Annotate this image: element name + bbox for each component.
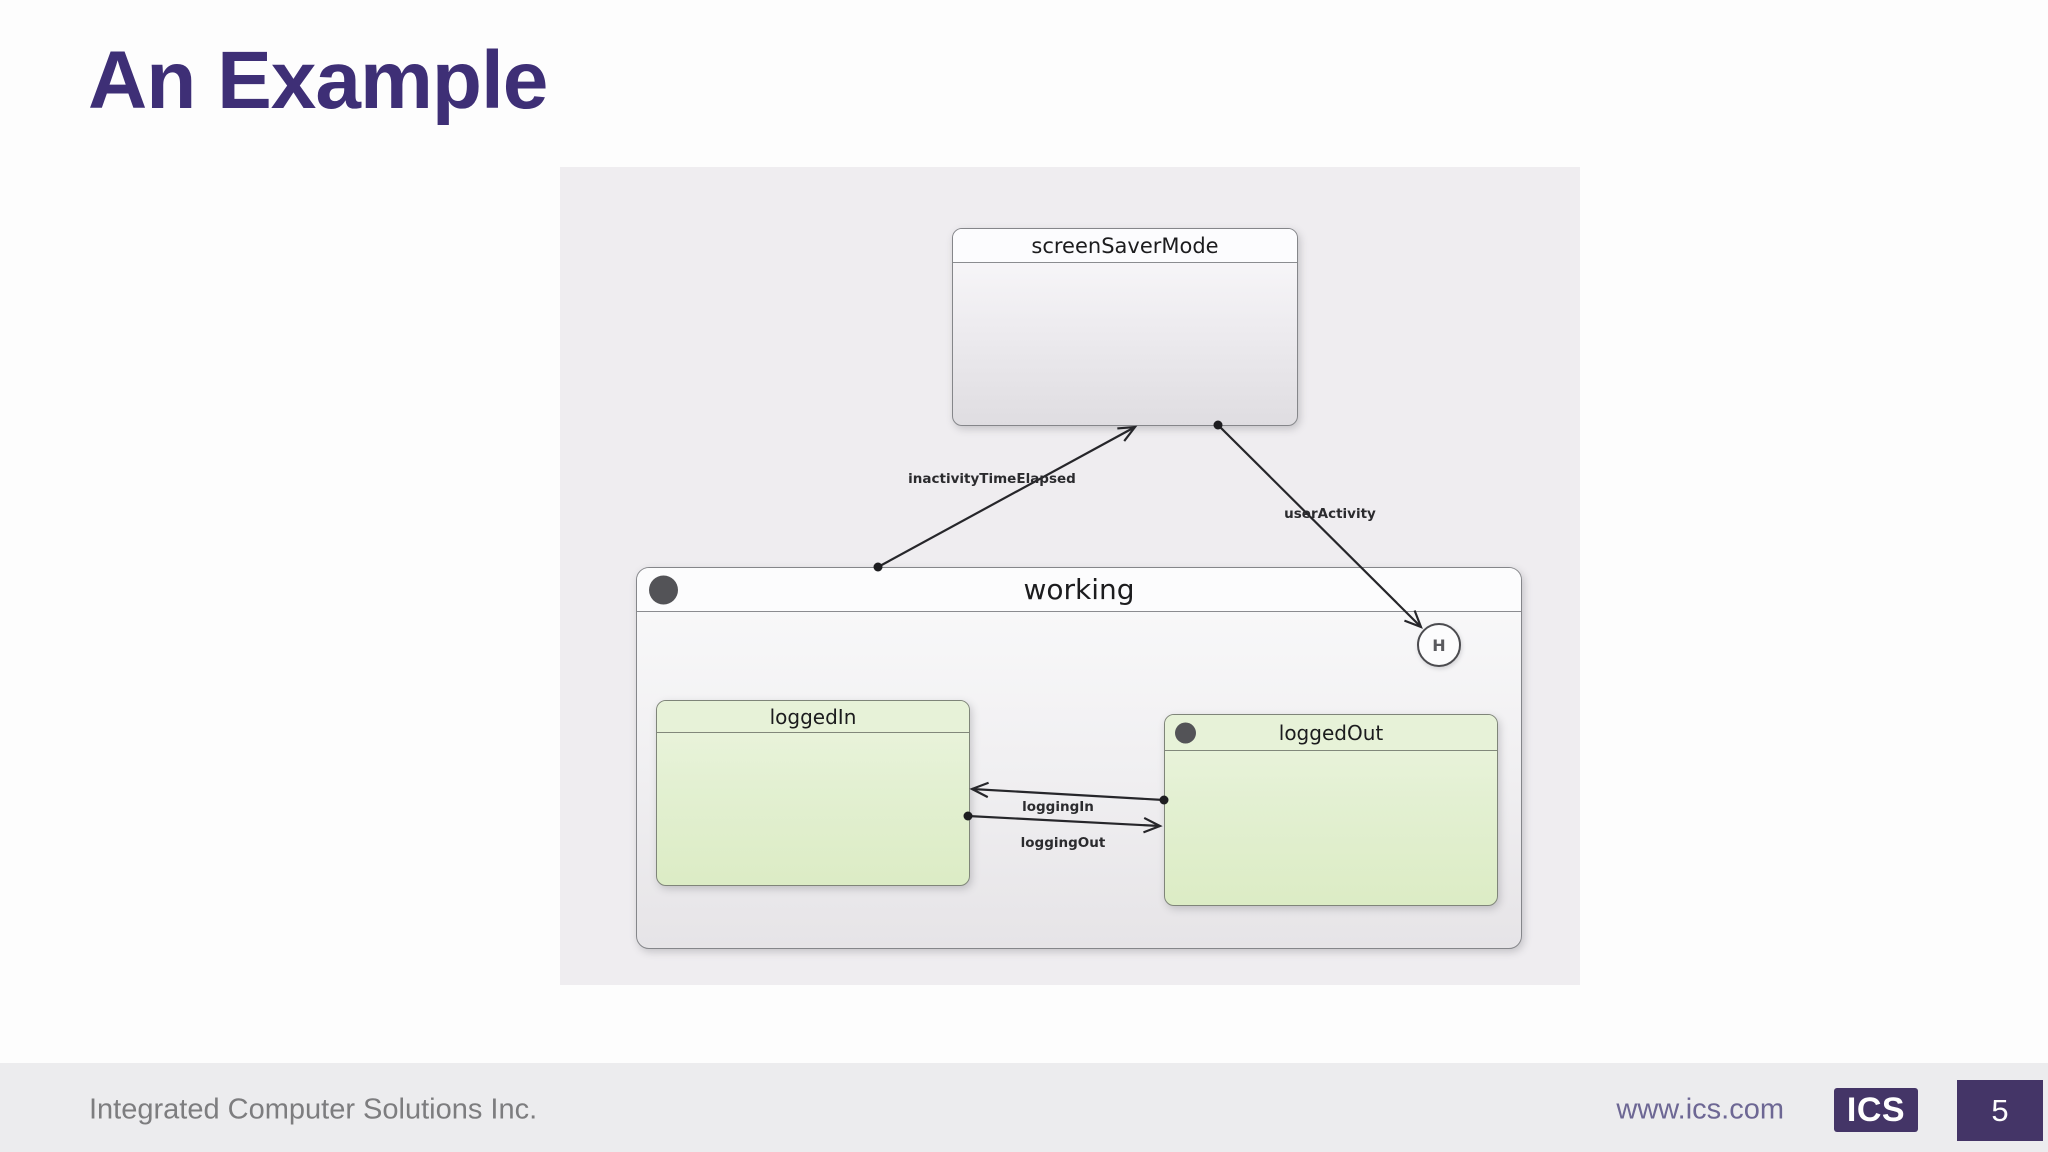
state-screensavermode-label: screenSaverMode	[1031, 233, 1219, 258]
initial-state-dot	[649, 575, 678, 604]
state-loggedout: loggedOut	[1164, 714, 1498, 906]
state-loggedout-header: loggedOut	[1165, 715, 1497, 751]
page-title: An Example	[88, 35, 548, 126]
history-state-label: H	[1432, 635, 1446, 655]
state-loggedin-body	[657, 733, 969, 885]
ics-logo-text: ICS	[1846, 1090, 1906, 1129]
transition-inactivitytimeelapsed-label: inactivityTimeElapsed	[908, 471, 1076, 487]
state-working-label: working	[1023, 573, 1135, 606]
footer-website-link: www.ics.com	[1616, 1093, 1784, 1126]
footer-company-name: Integrated Computer Solutions Inc.	[89, 1093, 538, 1126]
transition-inactivitytimeelapsed-line	[877, 425, 1138, 568]
initial-state-dot	[1175, 722, 1196, 743]
ics-logo: ICS	[1834, 1088, 1918, 1132]
statechart-diagram: screenSaverMode working loggedIn loggedO…	[560, 167, 1580, 985]
state-screensavermode-body	[953, 263, 1297, 425]
state-screensavermode: screenSaverMode	[952, 228, 1298, 426]
state-loggedout-body	[1165, 751, 1497, 905]
state-working-header: working	[637, 568, 1521, 612]
history-state: H	[1417, 623, 1461, 667]
transition-useractivity-label: userActivity	[1284, 506, 1376, 522]
state-loggedout-label: loggedOut	[1278, 720, 1384, 745]
page-number-badge: 5	[1957, 1080, 2043, 1141]
state-loggedin: loggedIn	[656, 700, 970, 886]
footer: Integrated Computer Solutions Inc. www.i…	[0, 1063, 2048, 1152]
state-loggedin-label: loggedIn	[769, 704, 857, 729]
state-loggedin-header: loggedIn	[657, 701, 969, 733]
state-screensavermode-header: screenSaverMode	[953, 229, 1297, 263]
